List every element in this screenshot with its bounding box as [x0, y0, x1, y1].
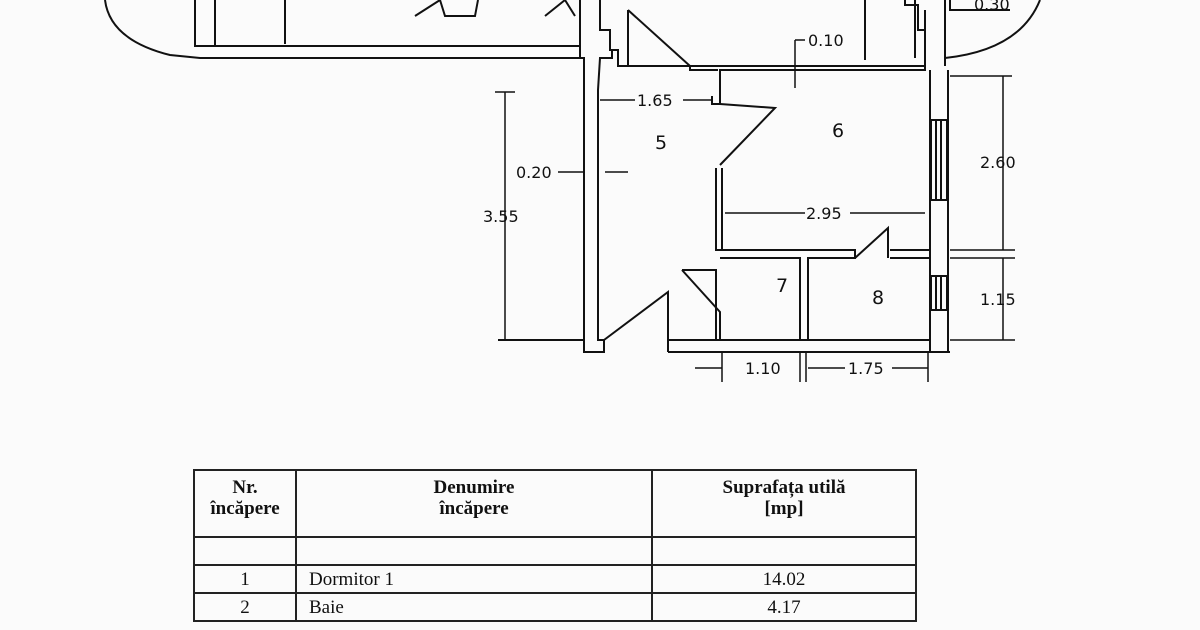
- cell-name: Baie: [295, 592, 653, 622]
- wall-outline: [720, 257, 801, 340]
- empty-cell: [295, 536, 653, 566]
- header-name-line2: încăpere: [439, 498, 509, 519]
- header-area-line1: Suprafața utilă: [722, 477, 846, 498]
- dimension-line: [950, 75, 1015, 251]
- dimension-label: 2.95: [806, 204, 842, 223]
- cell-area: 14.02: [651, 564, 917, 594]
- window: [935, 276, 942, 310]
- wall-outline: [104, 0, 581, 59]
- dimension-label: 3.55: [483, 207, 519, 226]
- door-swing: [719, 103, 778, 166]
- room-label: 5: [655, 132, 667, 154]
- room-label: 6: [832, 120, 844, 142]
- window: [930, 275, 948, 311]
- wall-outline: [949, 0, 1010, 11]
- door-swing: [603, 290, 669, 352]
- table-header-row: Nr. încăpere Denumire încăpere Suprafața…: [193, 469, 917, 538]
- window: [930, 119, 948, 201]
- room-area-table: Nr. încăpere Denumire încăpere Suprafața…: [193, 469, 917, 622]
- dimension-label: 1.15: [980, 290, 1016, 309]
- header-area: Suprafața utilă [mp]: [651, 469, 917, 538]
- table-row: 1 Dormitor 1 14.02: [193, 564, 917, 594]
- wall-outline: [944, 0, 1041, 59]
- wall-outline: [715, 168, 723, 251]
- wall-outline: [498, 339, 950, 353]
- dimension-label: 0.30: [974, 0, 1010, 14]
- cell-nr: 2: [193, 592, 297, 622]
- door-swing: [414, 0, 479, 17]
- cell-nr: 1: [193, 564, 297, 594]
- door-swing: [627, 9, 691, 67]
- cell-area: 4.17: [651, 592, 917, 622]
- dimension-label: 0.20: [516, 163, 552, 182]
- dimension-label: 2.60: [980, 153, 1016, 172]
- empty-cell: [193, 536, 297, 566]
- dimension-label: 1.75: [848, 359, 884, 378]
- door-swing: [544, 0, 576, 17]
- window: [935, 120, 942, 200]
- cell-name: Dormitor 1: [295, 564, 653, 594]
- table-spacer-row: [193, 536, 917, 566]
- header-nr: Nr. încăpere: [193, 469, 297, 538]
- table-row: 2 Baie 4.17: [193, 592, 917, 622]
- room-label: 8: [872, 287, 884, 309]
- dimension-line: [950, 257, 1015, 341]
- header-nr-line2: încăpere: [210, 498, 280, 519]
- wall-outline: [924, 0, 946, 66]
- wall-outline: [890, 249, 930, 259]
- header-area-line2: [mp]: [764, 498, 804, 519]
- room-label: 7: [776, 275, 788, 297]
- dimension-line: [721, 352, 929, 382]
- dimension-label: 1.10: [745, 359, 781, 378]
- dimension-line: [794, 39, 805, 88]
- wall-outline: [689, 66, 718, 71]
- floor-plan: 5 6 7 8 0.30 0.10 1.65 0.20 3.55 2.95 2.…: [104, 0, 1041, 382]
- wall-outline: [864, 0, 925, 60]
- dimension-label: 0.10: [808, 31, 844, 50]
- wall-outline: [690, 65, 926, 105]
- header-nr-line1: Nr.: [232, 477, 258, 498]
- door-swing: [854, 225, 889, 259]
- door-swing: [681, 269, 721, 341]
- header-name-line1: Denumire: [433, 477, 515, 498]
- wall-outline: [580, 50, 613, 353]
- wall-outline: [194, 0, 580, 47]
- dimension-line: [495, 91, 515, 340]
- dimension-label: 1.65: [637, 91, 673, 110]
- empty-cell: [651, 536, 917, 566]
- header-name: Denumire încăpere: [295, 469, 653, 538]
- wall-outline: [599, 0, 690, 67]
